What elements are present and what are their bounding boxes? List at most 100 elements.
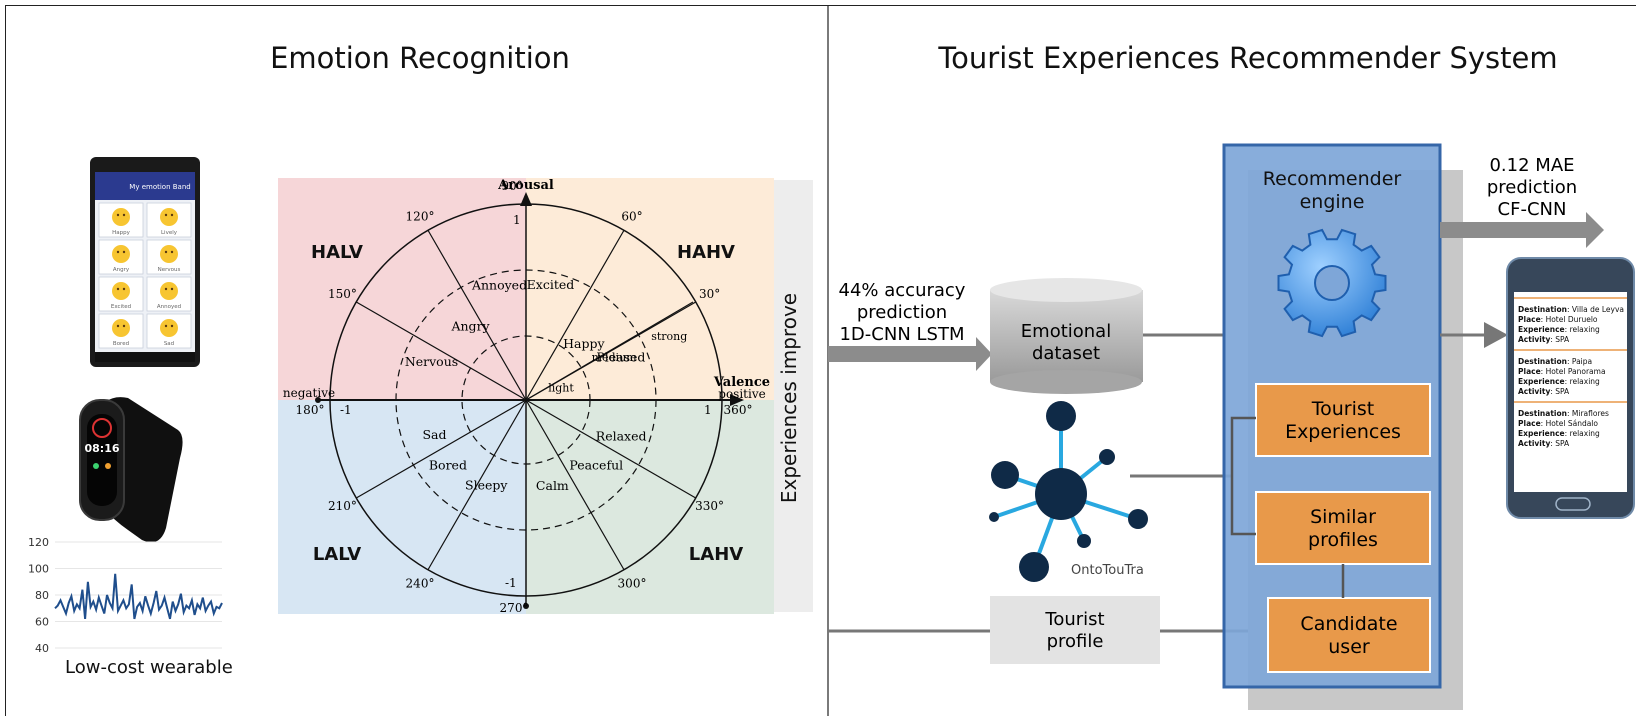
degree-label: 120° — [406, 209, 435, 223]
mae-label-line2: prediction — [1487, 177, 1577, 198]
emotion-label: Calm — [536, 478, 569, 493]
recommendation-field: Experience: relaxing — [1518, 325, 1600, 334]
phone-emoji-tile[interactable]: Annoyed — [146, 276, 192, 312]
emoji-face-icon — [160, 282, 178, 300]
phone-emoji-tile[interactable]: Sad — [146, 313, 192, 349]
engine-to-phone-arrow — [1440, 322, 1508, 348]
similar-profiles-box: Similar profiles — [1255, 491, 1431, 565]
phone-emoji-tile[interactable]: Bored — [98, 313, 144, 349]
tourist-profile-line2: profile — [1047, 631, 1104, 652]
degree-label: 240° — [406, 577, 435, 591]
outer-border — [5, 5, 1636, 716]
recommendation-field: Place: Hotel Panorama — [1518, 367, 1606, 376]
recommendation-field: Place: Hotel Duruelo — [1518, 315, 1598, 324]
axis-value-left: -1 — [340, 403, 352, 417]
degree-label: 360° — [724, 403, 753, 417]
quadrant-lalv-bg — [278, 400, 526, 614]
mae-label-line1: 0.12 MAE — [1489, 155, 1574, 176]
degree-label: 300° — [618, 577, 647, 591]
intensity-label: light — [548, 381, 574, 394]
accuracy-arrow — [828, 337, 992, 371]
watch-time: 08:16 — [84, 442, 119, 455]
phone-app-title: My emotion Band — [129, 183, 190, 191]
degree-label: 270° — [500, 601, 529, 615]
mae-arrow — [1440, 212, 1604, 248]
quadrant-hahv-label: HAHV — [677, 242, 735, 263]
hr-y-tick-label: 80 — [35, 589, 49, 602]
recommendation-field: Activity: SPA — [1518, 439, 1570, 448]
emotion-label: Annoyed — [471, 277, 527, 292]
emoji-label: Angry — [113, 267, 130, 273]
phone-emoji-tile[interactable]: Excited — [98, 276, 144, 312]
valence-arrowhead — [730, 394, 744, 406]
phone-emoji-tile[interactable]: Happy — [98, 202, 144, 238]
degree-label: 30° — [699, 287, 720, 301]
emotional-dataset-cylinder — [990, 278, 1143, 394]
arousal-arrowhead — [520, 192, 532, 206]
degree-label: 180° — [296, 403, 325, 417]
candidate-user-box: Candidate user — [1267, 597, 1431, 673]
hr-y-tick-label: 100 — [28, 563, 49, 576]
emoji-label: Happy — [112, 230, 130, 236]
candidate-user-line2: user — [1328, 636, 1370, 658]
emoji-face-icon — [112, 245, 130, 263]
degree-label: 60° — [621, 209, 642, 223]
intensity-label: strong — [651, 330, 687, 343]
hr-y-tick-label: 60 — [35, 616, 49, 629]
valence-negative-label: negative — [283, 386, 335, 400]
ontology-label: OntoTouTra — [1071, 563, 1144, 578]
candidate-user-line1: Candidate — [1300, 613, 1397, 635]
phone-emoji-tile[interactable]: Lively — [146, 202, 192, 238]
hr-y-tick-label: 120 — [28, 536, 49, 549]
emotion-label: Pleased — [596, 350, 645, 365]
tourist-experiences-line2: Experiences — [1285, 421, 1401, 443]
emotion-label: Sad — [422, 427, 446, 442]
emotion-label: Nervous — [405, 354, 458, 369]
mae-label-line3: CF-CNN — [1498, 199, 1567, 220]
emoji-label: Bored — [113, 341, 129, 347]
emoji-label: Nervous — [158, 267, 181, 273]
recommendation-field: Destination: Paipa — [1518, 357, 1592, 366]
phone-emoji-tile[interactable]: Nervous — [146, 239, 192, 275]
axis-value-bottom: -1 — [505, 576, 517, 590]
quadrant-hahv-bg — [526, 178, 774, 400]
accuracy-label-line2: prediction — [857, 302, 947, 323]
quadrant-lahv-label: LAHV — [689, 544, 743, 565]
emotion-label: Excited — [527, 277, 575, 292]
tourist-experiences-line1: Tourist — [1311, 398, 1374, 420]
emotion-label: Bored — [429, 458, 467, 473]
arousal-label: Arousal — [497, 178, 554, 193]
recommendation-field: Activity: SPA — [1518, 335, 1570, 344]
quadrant-halv-label: HALV — [311, 242, 363, 263]
heart-rate-series — [54, 573, 223, 620]
emoji-face-icon — [112, 208, 130, 226]
quadrant-lalv-label: LALV — [313, 544, 361, 565]
engine-label-line1: Recommender — [1263, 168, 1402, 190]
dataset-label-line2: dataset — [1032, 343, 1100, 364]
emotion-label: Sleepy — [465, 477, 508, 492]
emoji-label: Lively — [161, 230, 178, 236]
emoji-label: Annoyed — [157, 304, 181, 310]
smartwatch: 08:16 — [79, 397, 183, 543]
phone-emoji-tile[interactable]: Angry — [98, 239, 144, 275]
circumplex-model: Arousal Valence positive negative HALV H… — [278, 178, 813, 615]
recommendation-field: Place: Hotel Sándalo — [1518, 419, 1598, 428]
experiences-improve-label: Experiences improve — [777, 293, 801, 503]
emotion-label: Relaxed — [596, 429, 647, 444]
emoji-face-icon — [160, 245, 178, 263]
axis-value-top: 1 — [513, 213, 521, 227]
degree-label: 210° — [328, 499, 357, 513]
tourist-profile-line1: Tourist — [1044, 609, 1104, 630]
accuracy-label-line1: 44% accuracy — [839, 280, 966, 301]
similar-profiles-line2: profiles — [1308, 529, 1378, 551]
emoji-face-icon — [160, 208, 178, 226]
bracket-connector — [1230, 416, 1256, 536]
